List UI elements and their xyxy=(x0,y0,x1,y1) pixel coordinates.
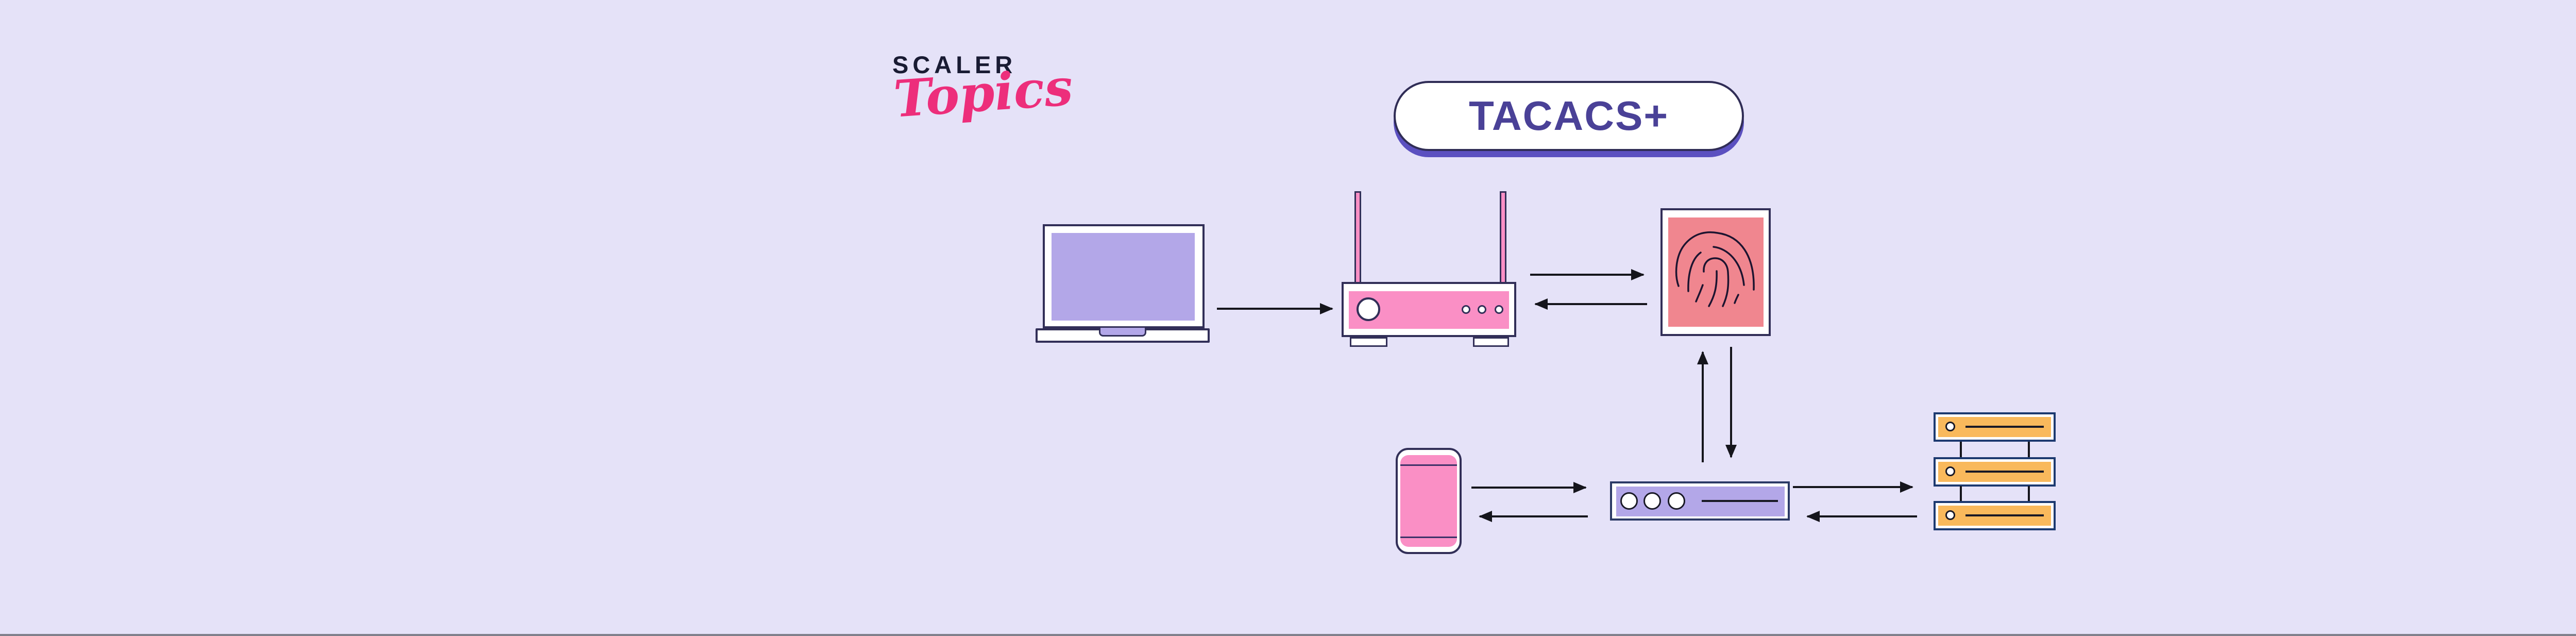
router-foot-left xyxy=(1350,337,1387,347)
stack-led xyxy=(1945,422,1955,431)
page-title: TACACS+ xyxy=(1468,93,1669,139)
router-power-circle xyxy=(1357,297,1380,321)
laptop-notch xyxy=(1099,328,1146,337)
laptop-screen xyxy=(1052,233,1195,321)
server-led xyxy=(1668,492,1685,510)
stack-led xyxy=(1945,466,1955,476)
server-slot-line xyxy=(1702,500,1778,502)
title-pill: TACACS+ xyxy=(1394,81,1744,151)
phone-screen xyxy=(1400,455,1457,547)
router-led xyxy=(1462,305,1470,314)
stack-led xyxy=(1945,510,1955,520)
router-led xyxy=(1478,305,1486,314)
fingerprint-icon xyxy=(1675,231,1755,307)
server-led xyxy=(1643,492,1661,510)
server-led xyxy=(1620,492,1638,510)
router-foot-right xyxy=(1473,337,1509,347)
bottom-edge-line xyxy=(0,634,2576,636)
stack-slot-line xyxy=(1965,471,2044,473)
router-antenna-right xyxy=(1500,191,1506,285)
phone-top-line xyxy=(1400,464,1457,466)
stack-slot-line xyxy=(1965,426,2044,428)
logo-word-topics: Topics xyxy=(892,57,1075,129)
scaler-topics-logo: SCALER Topics xyxy=(892,51,1075,129)
stack-slot-line xyxy=(1965,514,2044,516)
fingerprint-panel xyxy=(1668,217,1764,327)
router-led xyxy=(1495,305,1503,314)
phone-bottom-line xyxy=(1400,537,1457,538)
router-antenna-left xyxy=(1354,191,1361,285)
logo-word-scaler: SCALER xyxy=(892,51,1017,78)
